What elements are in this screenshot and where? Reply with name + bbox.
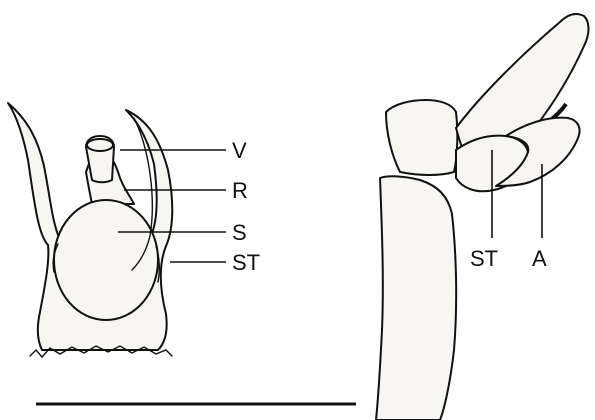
left-structure-s — [54, 200, 158, 320]
label-r: R — [232, 178, 248, 203]
label-a: A — [532, 246, 547, 271]
label-st-right: ST — [470, 246, 498, 271]
label-v: V — [232, 138, 247, 163]
right-stalk — [376, 176, 456, 420]
label-st-left: ST — [232, 250, 260, 275]
left-view: V R S ST — [8, 103, 260, 357]
right-view: ST A — [376, 14, 589, 420]
label-s: S — [232, 220, 247, 245]
right-collar — [386, 100, 457, 175]
